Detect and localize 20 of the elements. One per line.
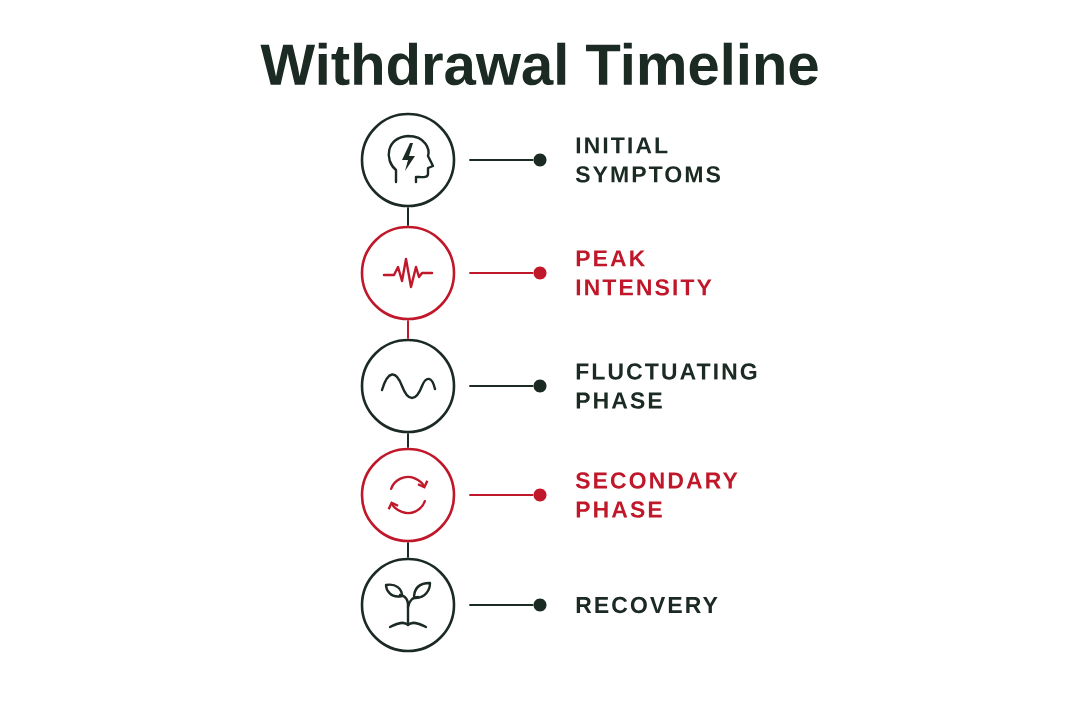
stage-circle	[360, 447, 456, 543]
stage-label: RECOVERY	[576, 596, 718, 614]
stage-label: FLUCTUATING PHASE	[576, 363, 757, 409]
stage-label: SECONDARY PHASE	[575, 472, 738, 518]
connector-line	[407, 319, 409, 340]
connector-line	[407, 206, 409, 227]
leader-line	[468, 604, 535, 606]
title: Withdrawal Timeline	[260, 42, 818, 86]
stage-label: PEAK INTENSITY	[576, 250, 712, 296]
stage-circle	[360, 557, 456, 653]
stage-circle	[360, 112, 456, 208]
connector-line	[407, 541, 409, 559]
leader-line	[468, 494, 535, 496]
stage-label: INITIAL SYMPTOMS	[575, 137, 720, 183]
stage-circle	[360, 338, 456, 434]
stage-circle	[360, 225, 456, 321]
leader-line	[468, 385, 535, 387]
connector-line	[407, 432, 409, 449]
leader-line	[468, 272, 535, 274]
leader-line	[468, 159, 535, 161]
